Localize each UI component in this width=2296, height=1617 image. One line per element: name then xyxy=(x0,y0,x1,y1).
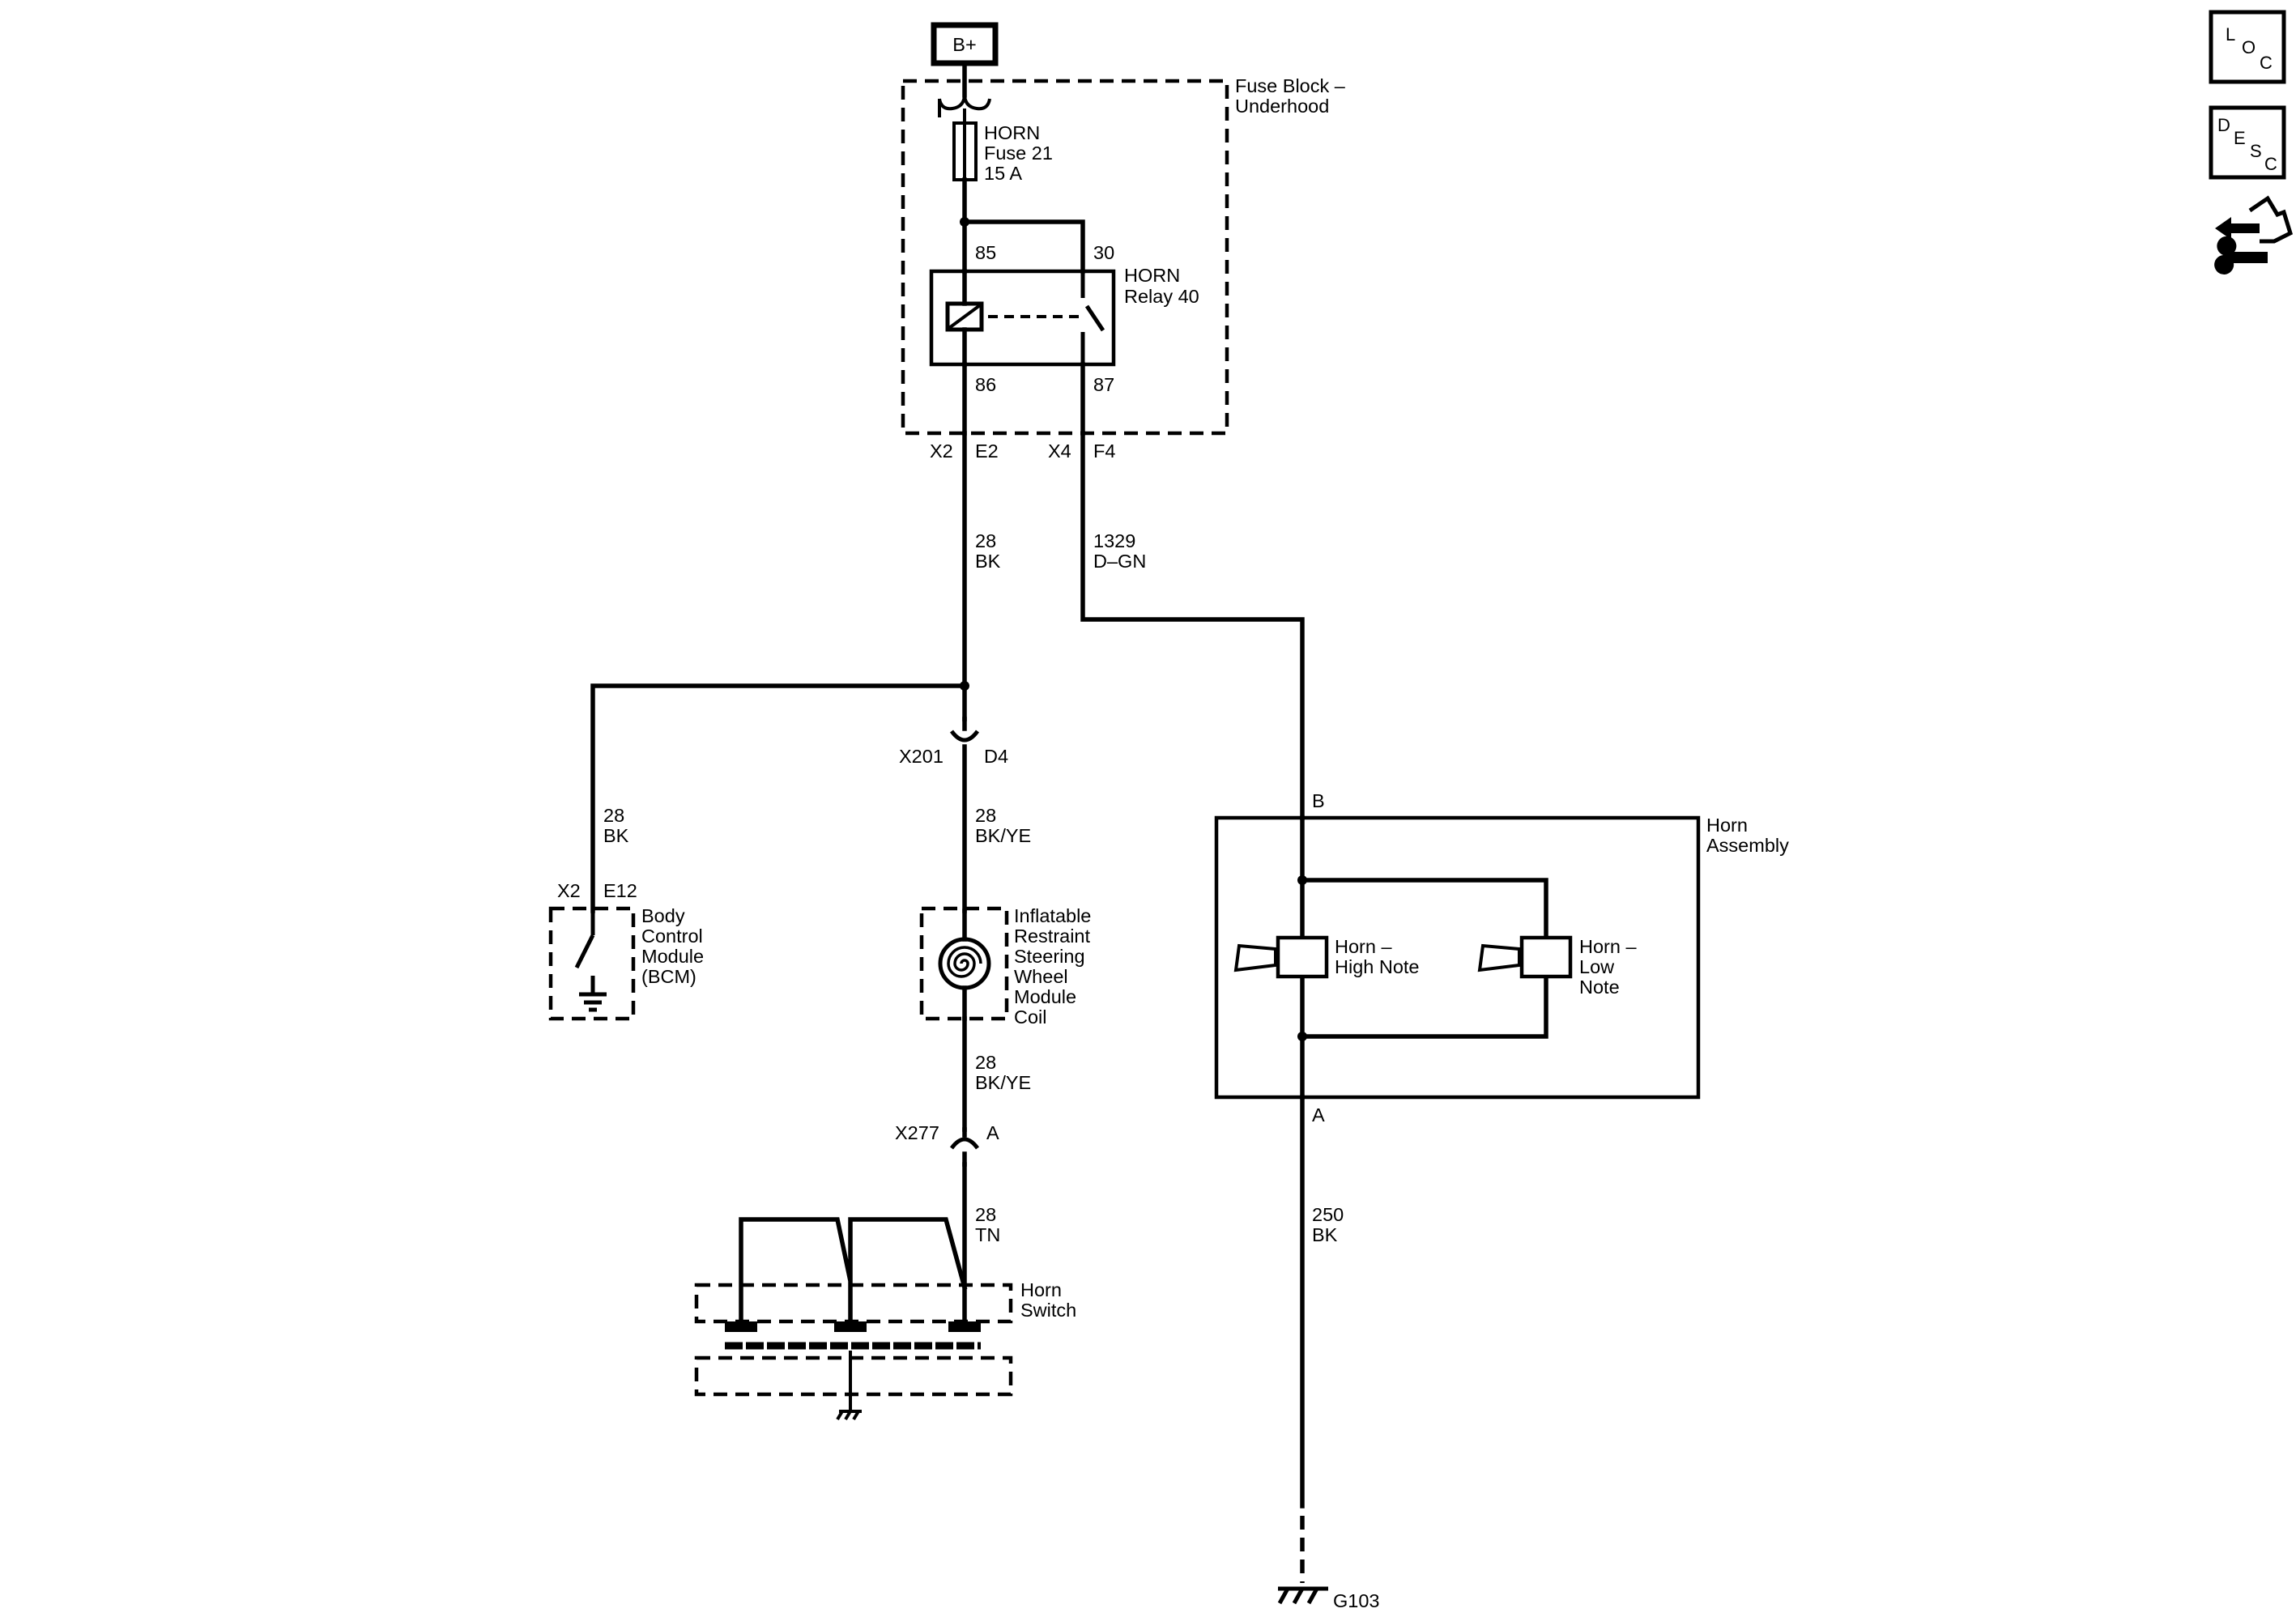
connector-d4-label: D4 xyxy=(984,746,1008,767)
wire-28-bkye-2-circuit: 28 xyxy=(975,1052,996,1073)
relay-label-2: Relay 40 xyxy=(1124,286,1199,307)
coil-label-5: Module xyxy=(1014,986,1076,1007)
location-view-icon[interactable]: L O C xyxy=(2209,10,2286,84)
horn-assembly-box xyxy=(1214,815,1701,1100)
svg-text:D: D xyxy=(2217,115,2230,135)
horn-high-label-1: Horn – xyxy=(1335,936,1392,957)
bcm-connector-e12: E12 xyxy=(603,880,637,901)
connector-x277-pin: A xyxy=(986,1122,999,1143)
wire-28-bk-color: BK xyxy=(975,551,1001,572)
horn-switch-pad-3 xyxy=(948,1321,981,1332)
bcm-label-2: Control xyxy=(641,926,703,947)
horn-switch-contacts xyxy=(739,1217,968,1326)
horn-low-note-icon xyxy=(1477,943,1521,972)
svg-text:L: L xyxy=(2226,24,2235,45)
svg-text:E: E xyxy=(2234,128,2246,148)
connector-x201-label: X201 xyxy=(899,746,944,767)
connector-e2: E2 xyxy=(975,440,999,462)
bcm-label-1: Body xyxy=(641,905,685,926)
horn-low-label-1: Horn – xyxy=(1579,936,1637,957)
horn-high-label-2: High Note xyxy=(1335,956,1420,977)
connector-x201-symbol xyxy=(949,717,980,913)
wire-250-circuit: 250 xyxy=(1312,1204,1344,1225)
connector-x4: X4 xyxy=(1048,440,1071,462)
coil-label-6: Coil xyxy=(1014,1006,1046,1028)
relay-pin-86: 86 xyxy=(975,374,996,395)
fuse-block-label-2: Underhood xyxy=(1235,96,1329,117)
wire-28-bkye-1-circuit: 28 xyxy=(975,805,996,826)
connector-x2: X2 xyxy=(930,440,953,462)
bcm-label-3: Module xyxy=(641,946,704,967)
wire-28-bkye-1-color: BK/YE xyxy=(975,825,1031,846)
wire-1329-dgn xyxy=(1080,431,1305,820)
connector-x277-symbol xyxy=(949,1127,980,1167)
body-control-module-box xyxy=(548,906,636,1021)
connector-f4: F4 xyxy=(1093,440,1115,462)
horn-switch-ground xyxy=(836,1351,862,1421)
horn-low-note xyxy=(1519,935,1573,979)
horn-assembly-pin-b: B xyxy=(1312,790,1325,811)
relay-pin-85: 85 xyxy=(975,242,996,263)
relay-pin-30: 30 xyxy=(1093,242,1114,263)
fuse-block-boundary xyxy=(901,79,1229,436)
coil-label-2: Restraint xyxy=(1014,926,1091,947)
horn-high-note xyxy=(1276,935,1329,979)
wire-28-bkye-2-color: BK/YE xyxy=(975,1072,1031,1093)
bcm-switch-symbol xyxy=(574,911,607,1012)
wire-250-color: BK xyxy=(1312,1224,1338,1245)
svg-text:S: S xyxy=(2250,141,2262,161)
wire-1329-color: D–GN xyxy=(1093,551,1146,572)
wire-28-bk-to-bcm xyxy=(590,683,967,913)
fuse-label-3: 15 A xyxy=(984,163,1022,184)
horn-low-label-3: Note xyxy=(1579,977,1620,998)
power-label: B+ xyxy=(952,34,976,55)
horn-switch-label-2: Switch xyxy=(1020,1300,1076,1321)
wire-28-bk-bcm-color: BK xyxy=(603,825,629,846)
wire-1329-circuit: 1329 xyxy=(1093,530,1135,551)
svg-text:C: C xyxy=(2264,154,2277,174)
fuse-block-label-1: Fuse Block – xyxy=(1235,75,1346,96)
horn-switch-label-1: Horn xyxy=(1020,1279,1062,1300)
connector-repair-icon[interactable] xyxy=(2214,195,2294,274)
ground-g103-symbol xyxy=(1277,1586,1328,1605)
horn-high-note-icon xyxy=(1233,943,1277,972)
horn-switch-bottom-box xyxy=(694,1355,1013,1397)
horn-low-label-2: Low xyxy=(1579,956,1615,977)
coil-label-4: Wheel xyxy=(1014,966,1068,987)
splice-dot-bcm xyxy=(960,681,969,691)
coil-label-3: Steering xyxy=(1014,946,1085,967)
svg-text:C: C xyxy=(2260,53,2273,73)
coil-label-1: Inflatable xyxy=(1014,905,1091,926)
svg-text:O: O xyxy=(2242,37,2256,57)
horn-switch-pad-1 xyxy=(725,1321,757,1332)
battery-positive-terminal: B+ xyxy=(931,22,999,66)
wire-28-bk-circuit: 28 xyxy=(975,530,996,551)
wire-28-bk-bcm-circuit: 28 xyxy=(603,805,624,826)
bcm-label-4: (BCM) xyxy=(641,966,696,987)
relay-pin-87: 87 xyxy=(1093,374,1114,395)
ground-g103-label: G103 xyxy=(1333,1590,1380,1611)
splice-dot-fuse-out xyxy=(960,217,969,227)
wire-28-tn-color: TN xyxy=(975,1224,1000,1245)
connector-x277-label: X277 xyxy=(895,1122,939,1143)
horn-relay-40 xyxy=(929,269,1116,367)
steering-wheel-coil-box xyxy=(919,906,1009,1021)
relay-label-1: HORN xyxy=(1124,265,1180,286)
horn-assembly-pin-a: A xyxy=(1312,1104,1325,1126)
fuse-label-2: Fuse 21 xyxy=(984,143,1053,164)
fuse-label-1: HORN xyxy=(984,122,1040,143)
horn-assembly-label-1: Horn xyxy=(1706,815,1748,836)
horn-switch-pad-2 xyxy=(834,1321,867,1332)
fuse-tab-symbol xyxy=(938,95,991,123)
description-view-icon[interactable]: D E S C xyxy=(2209,105,2286,180)
bcm-connector-x2: X2 xyxy=(557,880,581,901)
horn-assembly-label-2: Assembly xyxy=(1706,835,1789,856)
wire-28-tn-circuit: 28 xyxy=(975,1204,996,1225)
relay-switch-contact xyxy=(1080,271,1105,364)
clockspring-coil-symbol xyxy=(938,908,991,1021)
